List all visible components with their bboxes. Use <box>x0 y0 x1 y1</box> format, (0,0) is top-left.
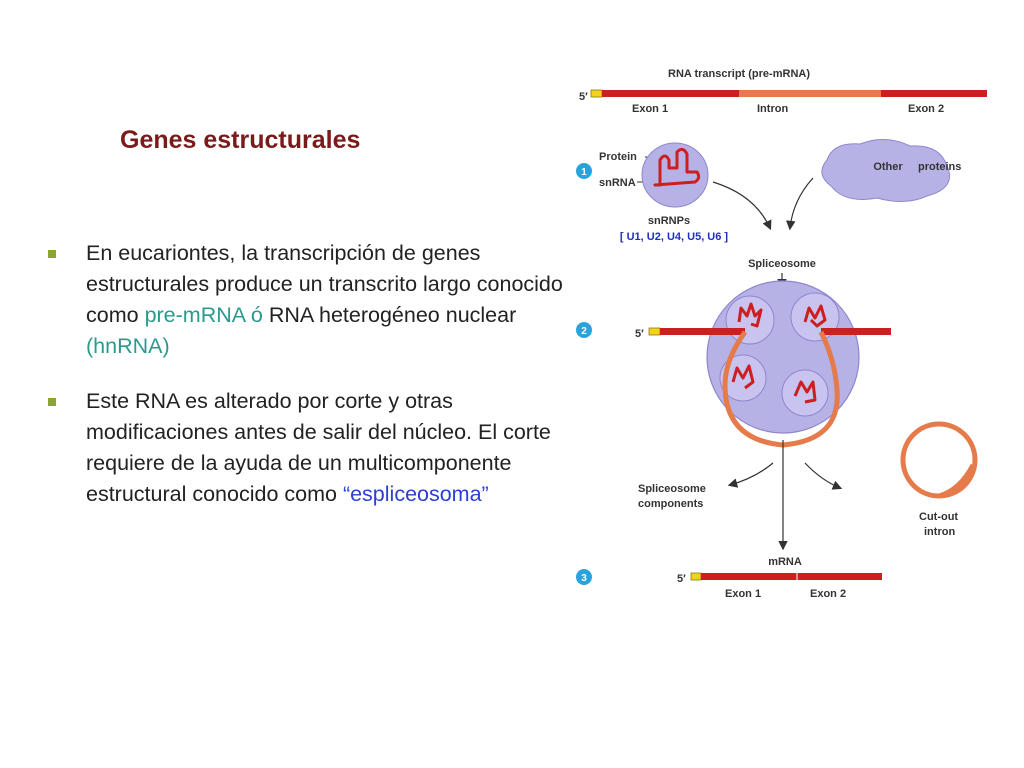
mrna-exon1 <box>701 573 797 580</box>
bullet-1-highlight-premrna: pre-mRNA ó <box>144 303 263 327</box>
five-prime-label: 5′ <box>579 91 588 103</box>
square-bullet-icon <box>48 398 56 406</box>
cutout-label-2: intron <box>924 526 955 538</box>
other-proteins-label-1: Other <box>873 161 903 173</box>
splicing-diagram: RNA transcript (pre-mRNA) 5′ Exon 1 Intr… <box>565 60 995 610</box>
exon2-segment <box>881 90 987 97</box>
exon2-label: Exon 2 <box>908 103 944 115</box>
snrna-stem-loop <box>653 147 701 187</box>
bullet-item-1: En eucariontes, la transcripción de gene… <box>48 238 568 362</box>
step-1-badge <box>576 163 592 179</box>
exon2-in-spliceosome <box>821 328 891 335</box>
bullet-1-highlight-hnrna: (hnRNA) <box>86 334 170 358</box>
square-bullet-icon <box>48 250 56 258</box>
mrna-exon2-label: Exon 2 <box>810 588 846 600</box>
snrna-label: snRNA <box>599 177 636 189</box>
bullet-2-highlight-espliceosoma: “espliceosoma” <box>342 482 489 506</box>
bullet-1-text-a: En eucariontes, la transcripción de gene… <box>86 241 563 327</box>
bullet-list: En eucariontes, la transcripción de gene… <box>48 238 568 534</box>
arrow-snrnps-to-spliceosome <box>712 181 772 231</box>
exon1-label: Exon 1 <box>632 103 668 115</box>
components-label-2: components <box>638 498 703 510</box>
intron-label: Intron <box>757 103 788 115</box>
step-1-number: 1 <box>581 167 587 178</box>
cutout-label-1: Cut-out <box>919 511 958 523</box>
bullet-item-2: Este RNA es alterado por corte y otras m… <box>48 386 568 510</box>
step-3-number: 3 <box>581 573 587 584</box>
mrna-exon1-label: Exon 1 <box>725 588 761 600</box>
intron-segment <box>739 90 881 97</box>
snrnps-label: snRNPs <box>648 215 690 227</box>
other-proteins-blob <box>821 139 950 202</box>
splicing-diagram-svg: RNA transcript (pre-mRNA) 5′ Exon 1 Intr… <box>576 68 987 600</box>
five-prime-label-step3: 5′ <box>677 573 686 585</box>
protein-label: Protein <box>599 151 637 163</box>
bullet-2-text-a: Este RNA es alterado por corte y otras m… <box>86 389 551 506</box>
arrow-proteins-to-spliceosome <box>785 177 814 231</box>
mrna-exon2 <box>797 573 882 580</box>
step-2-number: 2 <box>581 326 587 337</box>
spliceosome-label: Spliceosome <box>748 258 816 270</box>
mrna-label: mRNA <box>768 556 802 568</box>
snrnp-particle <box>641 142 709 208</box>
internal-snrnp-4 <box>781 369 829 417</box>
step-2-badge <box>576 322 592 338</box>
slide-title: Genes estructurales <box>120 126 361 154</box>
step-3-badge <box>576 569 592 585</box>
components-label-1: Spliceosome <box>638 483 706 495</box>
snrnp-list-label: [ U1, U2, U4, U5, U6 ] <box>620 231 729 243</box>
five-prime-label-step2: 5′ <box>635 328 644 340</box>
bullet-1-text-b: RNA heterogéneo nuclear <box>262 303 517 327</box>
transcript-title: RNA transcript (pre-mRNA) <box>668 68 810 80</box>
five-prime-cap <box>590 89 603 98</box>
other-proteins-label-2: proteins <box>918 161 961 173</box>
exon1-segment <box>602 90 739 97</box>
cutout-intron-lariat <box>900 421 978 499</box>
exon1-in-spliceosome <box>660 328 745 335</box>
